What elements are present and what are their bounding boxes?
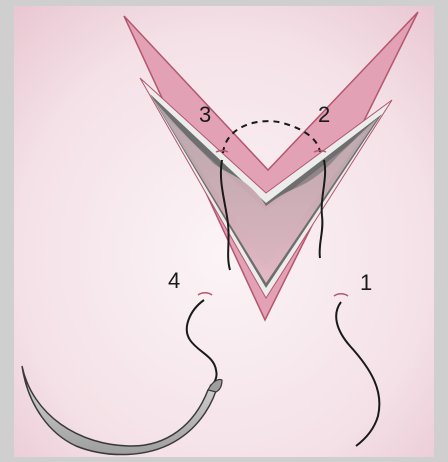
diagram-canvas: 3 2 4 1 xyxy=(14,6,434,457)
suture-diagram xyxy=(14,6,434,457)
label-4: 4 xyxy=(168,268,180,294)
label-1: 1 xyxy=(360,270,372,296)
label-2: 2 xyxy=(318,102,330,128)
label-3: 3 xyxy=(199,102,211,128)
